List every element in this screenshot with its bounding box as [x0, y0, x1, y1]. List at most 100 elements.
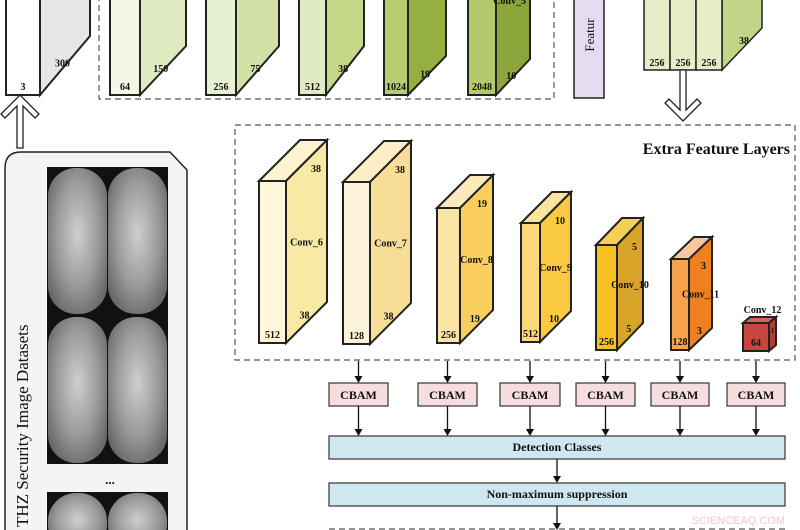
extra-layers-title: Extra Feature Layers — [643, 141, 790, 158]
arrowhead — [601, 429, 610, 436]
layer-name: Conv_11 — [682, 290, 719, 301]
layer-size-bottom: 10 — [549, 314, 559, 325]
cbam-label: CBAM — [587, 388, 624, 402]
layer-channels: 64 — [751, 338, 761, 349]
fusion-channels-1: 256 — [650, 58, 665, 69]
layer-channels: 1024 — [386, 82, 406, 93]
layer-channels: 256 — [441, 330, 456, 341]
layer-size-top: 38 — [395, 165, 405, 176]
layer-size-bottom: 19 — [470, 314, 480, 325]
front-face — [205, 0, 237, 96]
layer-size-top: 1 — [771, 327, 775, 335]
arrowhead — [752, 429, 760, 436]
layer-channels: 512 — [523, 329, 538, 340]
arrowhead — [752, 376, 760, 383]
layer-name: Conv_5 — [493, 0, 526, 7]
front-face — [520, 222, 541, 343]
cbam-label: CBAM — [738, 388, 775, 402]
layer-size: 75 — [250, 64, 260, 75]
backbone-dashed-frame — [98, 0, 555, 100]
layer-name: Conv_9 — [539, 263, 572, 274]
arrowhead — [676, 429, 684, 436]
front-face — [5, 0, 41, 96]
thz-image — [108, 168, 167, 314]
backbone-layer: 1024 19 — [383, 0, 447, 98]
layer-name: Conv_7 — [374, 239, 407, 250]
extra-layer-8: 256 Conv_8 19 19 — [434, 172, 496, 346]
layer-channels: 3 — [21, 82, 26, 93]
extra-layer-12: 64 Conv_12 1 — [740, 305, 782, 354]
backbone-layer: 256 75 — [205, 0, 280, 98]
dataset-ellipsis: ... — [105, 472, 115, 487]
thz-image — [108, 317, 167, 463]
layer-size-bottom: 3 — [697, 326, 702, 337]
side-face — [407, 0, 447, 98]
layer-channels: 512 — [305, 82, 320, 93]
dataset-label: THZ Security Image Datasets — [13, 324, 32, 527]
front-face — [467, 0, 497, 96]
arrowhead — [443, 429, 452, 436]
nms-label: Non-maximum suppression — [487, 487, 628, 501]
arrowhead — [354, 376, 363, 383]
layer-channels: 256 — [214, 82, 229, 93]
fusion-block: 256 256 256 38 — [643, 0, 763, 72]
layer-size-top: 10 — [555, 216, 565, 227]
layer-size: 38 — [338, 64, 348, 75]
extra-layers-frame — [234, 124, 796, 361]
fusion-channels-2: 256 — [676, 58, 691, 69]
extra-layers: 512 Conv_6 38 38 128 Conv_7 38 38 256 Conv_8 19 19 5… — [256, 137, 782, 354]
layer-size-bottom: 38 — [299, 311, 309, 322]
layer-size-top: 19 — [477, 199, 487, 210]
feature-box-label: Featur — [582, 18, 597, 52]
layer-name: Conv_8 — [460, 255, 493, 266]
down-arrow-icon — [664, 69, 702, 122]
detection-classes-label: Detection Classes — [513, 440, 602, 454]
thz-image — [108, 493, 167, 530]
cbam-label: CBAM — [512, 388, 549, 402]
layer-size-top: 5 — [632, 242, 637, 253]
cbam-label: CBAM — [429, 388, 466, 402]
cbam-row: CBAM CBAM CBAM CBAM CBAM CBAM — [328, 361, 786, 436]
fusion-size: 38 — [739, 36, 749, 47]
layer-name: Conv_10 — [611, 280, 649, 291]
dataset-panel: THZ Security Image Datasets ... — [4, 151, 188, 530]
side-face — [325, 0, 365, 98]
thz-image — [48, 493, 107, 530]
cbam-label: CBAM — [340, 388, 377, 402]
fusion-channels-3: 256 — [702, 58, 717, 69]
side-face — [139, 0, 187, 98]
thz-image — [48, 317, 107, 463]
layer-size: 300 — [55, 59, 70, 70]
extra-layer-9: 512 Conv_9 10 10 — [518, 189, 574, 345]
layer-name: Conv_6 — [290, 238, 323, 249]
layer-name: Conv_12 — [744, 305, 782, 316]
layer-size: 19 — [420, 70, 430, 81]
layer-size-top: 38 — [311, 164, 321, 175]
arrowhead — [443, 376, 452, 383]
front-face — [298, 0, 327, 96]
layer-size: 150 — [153, 64, 168, 75]
layer-size-top: 3 — [701, 261, 706, 272]
front-face — [595, 244, 618, 351]
arrowhead — [526, 429, 534, 436]
watermark: SCIENCEAQ.COM — [691, 515, 785, 527]
cbam-label: CBAM — [662, 388, 699, 402]
layer-channels: 128 — [349, 331, 364, 342]
feature-box: Featur — [573, 0, 605, 99]
front-face — [436, 207, 461, 344]
backbone-layer: 3 300 — [5, 0, 91, 98]
arrowhead — [601, 376, 610, 383]
backbone-layer: 512 38 — [298, 0, 365, 98]
front-face — [258, 180, 287, 344]
layer-size-bottom: 38 — [383, 312, 393, 323]
side-face — [39, 0, 91, 98]
extra-layer-7: 128 Conv_7 38 38 — [340, 138, 414, 347]
front-face — [109, 0, 141, 96]
